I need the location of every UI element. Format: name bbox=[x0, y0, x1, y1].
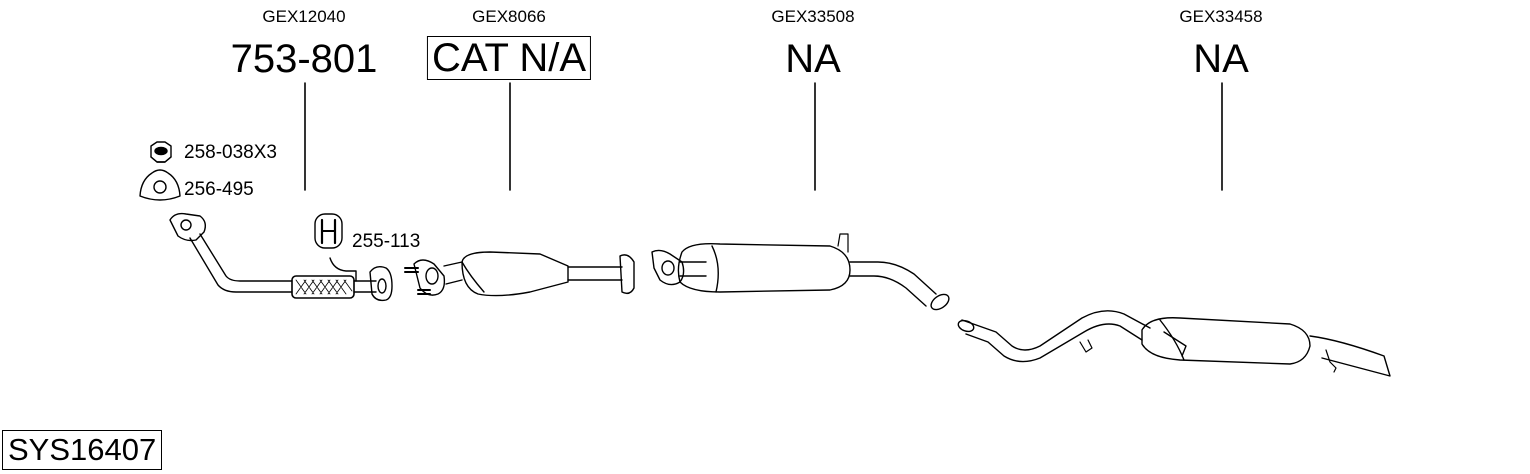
part-number-front-pipe[interactable]: 753-801 bbox=[230, 37, 378, 81]
section-code-center-silencer: GEX33508 bbox=[771, 7, 855, 26]
catalytic-converter bbox=[404, 251, 635, 297]
accessory-label-clamp[interactable]: 255-113 bbox=[352, 231, 421, 252]
front-pipe bbox=[169, 212, 393, 302]
clamp-icon bbox=[314, 213, 343, 249]
section-code-front-pipe: GEX12040 bbox=[262, 7, 346, 26]
section-code-rear-silencer: GEX33458 bbox=[1179, 7, 1263, 26]
part-number-rear-silencer[interactable]: NA bbox=[1193, 37, 1249, 81]
rear-silencer bbox=[957, 310, 1391, 377]
gasket-icon bbox=[139, 169, 181, 201]
system-code: SYS16407 bbox=[2, 430, 163, 470]
leader-lines bbox=[304, 82, 1223, 191]
accessory-label-nut[interactable]: 258-038X3 bbox=[184, 142, 277, 163]
part-number-catalyst[interactable]: CAT N/A bbox=[426, 36, 592, 80]
part-number-center-silencer[interactable]: NA bbox=[785, 37, 841, 81]
nut-icon bbox=[150, 141, 172, 163]
section-code-catalyst: GEX8066 bbox=[472, 7, 546, 26]
accessory-label-gasket[interactable]: 256-495 bbox=[184, 179, 254, 200]
center-silencer bbox=[651, 233, 950, 311]
